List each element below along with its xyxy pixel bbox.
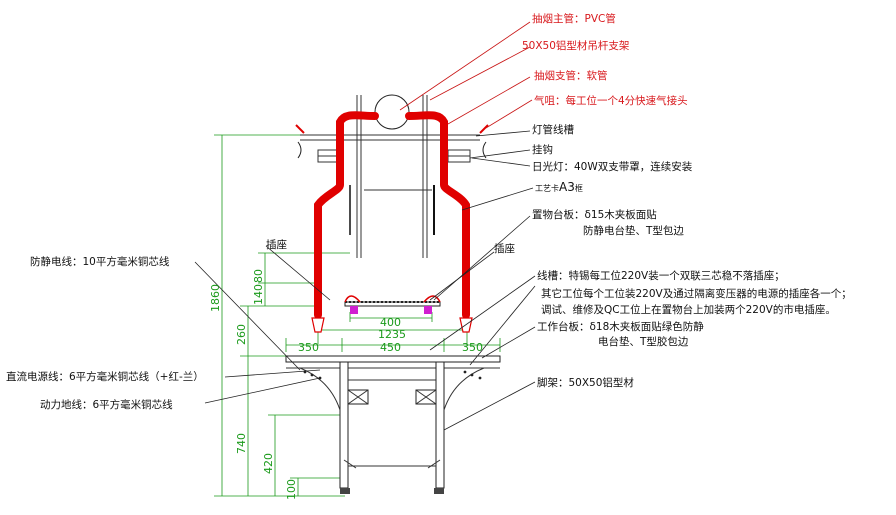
dim-1860: 1860 [209, 284, 222, 312]
trough-label-2: 其它工位每个工位装220V及通过隔离变压器的电源的插座各一个； [541, 287, 852, 300]
red-annotations: 抽烟主管：PVC管 50X50铝型材吊杆支架 抽烟支管：软管 气咀：每工位一个4… [522, 12, 688, 107]
leader-lines [194, 21, 536, 431]
dim-350-left: 350 [298, 341, 319, 354]
stand-label: 脚架：50X50铝型材 [537, 376, 634, 389]
dc-wire-label: 直流电源线：6平方毫米铜芯线（+红-兰） [6, 370, 204, 383]
branch-duct-label: 抽烟支管：软管 [534, 69, 608, 82]
drawing-card-label: 工艺卡A3框 [535, 180, 583, 194]
smoke-duct [295, 94, 489, 333]
power-ground-label: 动力地线：6平方毫米铜芯线 [40, 398, 173, 411]
right-annotations: 灯管线槽 挂钩 日光灯：40W双支带罩，连续安装 工艺卡A3框 置物台板：δ15… [532, 123, 852, 389]
shelf-label-1: 置物台板：δ15木夹板面贴 [532, 208, 657, 221]
main-duct-label: 抽烟主管：PVC管 [532, 12, 616, 25]
trough-label-3: 调试、维修及QC工位上在置物台上加装两个220V的市电插座。 [541, 303, 836, 316]
esd-wire-label: 防静电线：10平方毫米铜芯线 [30, 255, 170, 268]
air-nozzle-label: 气咀：每工位一个4分快速气接头 [534, 94, 688, 107]
dimension-texts: 400 1235 350 450 350 1860 80 140 260 740… [209, 269, 483, 500]
hanger-frame-label: 50X50铝型材吊杆支架 [522, 39, 630, 52]
trough-label-1: 线槽：特锡每工位220V装一个双联三芯稳不落插座； [537, 269, 785, 282]
lamp-label: 日光灯：40W双支带罩，连续安装 [532, 160, 693, 173]
dimension-lines [214, 134, 501, 497]
dim-350-right: 350 [462, 341, 483, 354]
shelf-label-2: 防静电台垫、T型包边 [583, 224, 684, 237]
dim-450: 450 [380, 341, 401, 354]
dim-100: 100 [285, 479, 298, 500]
hook-label: 挂钩 [532, 143, 553, 156]
dim-260: 260 [235, 324, 248, 345]
aluminium-frame [285, 95, 501, 494]
dim-400: 400 [380, 316, 401, 329]
dim-740: 740 [235, 433, 248, 454]
socket-left-label: 插座 [266, 238, 287, 251]
dim-1235: 1235 [378, 328, 406, 341]
left-annotations: 防静电线：10平方毫米铜芯线 插座 插座 直流电源线：6平方毫米铜芯线（+红-兰… [6, 238, 515, 411]
lamp-trough-label: 灯管线槽 [532, 123, 574, 136]
bench-label-2: 电台垫、T型胶包边 [598, 335, 689, 348]
dim-80: 80 [252, 269, 265, 283]
dim-140: 140 [252, 284, 265, 305]
bench-label-1: 工作台板：δ18木夹板面贴绿色防静 [537, 320, 704, 333]
dim-420: 420 [262, 453, 275, 474]
socket-right-label: 插座 [494, 242, 515, 255]
